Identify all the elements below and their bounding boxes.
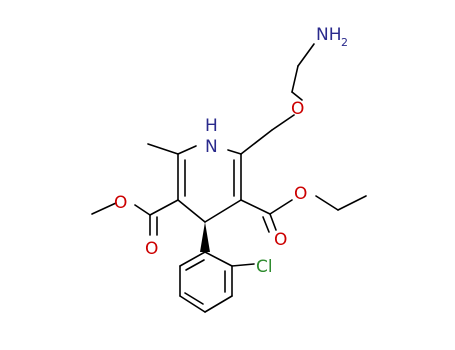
bond-o-ch2 (271, 114, 295, 131)
bond-ch2-ch3-right (337, 195, 367, 211)
bond-ch2-n (297, 43, 315, 67)
bond-ar-1 (204, 251, 233, 267)
bond-co-double-right-a (269, 213, 277, 231)
bond-ch2-o-ether (291, 91, 303, 101)
stereo-wedge-bond (200, 222, 210, 252)
ether-oxygen-label: O (291, 99, 304, 119)
ester-left-carbonyl-oxygen-label: O (145, 239, 158, 259)
bond-ar-inner-2 (184, 292, 204, 305)
bond-co-double-right-b (262, 216, 270, 233)
bond-ar-cl (231, 263, 255, 267)
bond-ar-6 (179, 251, 206, 267)
bond-carbonyl-o-right (269, 199, 293, 215)
bond-c5-carbonyl-left (149, 199, 179, 216)
bond-c6-n1 (177, 145, 197, 155)
amine-subscript-label: 2 (341, 36, 348, 49)
bond-ar-4 (179, 295, 206, 313)
bond-carbonyl-o-left (134, 204, 151, 216)
bond-ch2-ch2 (291, 65, 299, 93)
bond-o-methyl-left (91, 202, 117, 215)
bond-c3-carbonyl-right (240, 199, 271, 215)
bond-c6-methyl (147, 143, 179, 155)
bond-ch2-ring (240, 129, 273, 155)
bond-ar-3 (204, 295, 233, 313)
bond-c4-c5 (177, 199, 206, 223)
bond-n1-c2 (227, 149, 242, 155)
ring-n-label: N (205, 137, 218, 157)
bond-ar-inner-3 (185, 259, 205, 271)
amine-nh-label: NH (316, 25, 342, 45)
bond-o-ch2-right (315, 195, 339, 211)
ester-right-carbonyl-oxygen-label: O (274, 230, 287, 250)
bond-c3-c4 (204, 199, 242, 223)
ester-left-single-oxygen-label: O (114, 193, 127, 213)
ring-h-label: H (205, 116, 218, 136)
chlorine-label: Cl (256, 257, 273, 277)
ester-right-single-oxygen-label: O (294, 184, 307, 204)
